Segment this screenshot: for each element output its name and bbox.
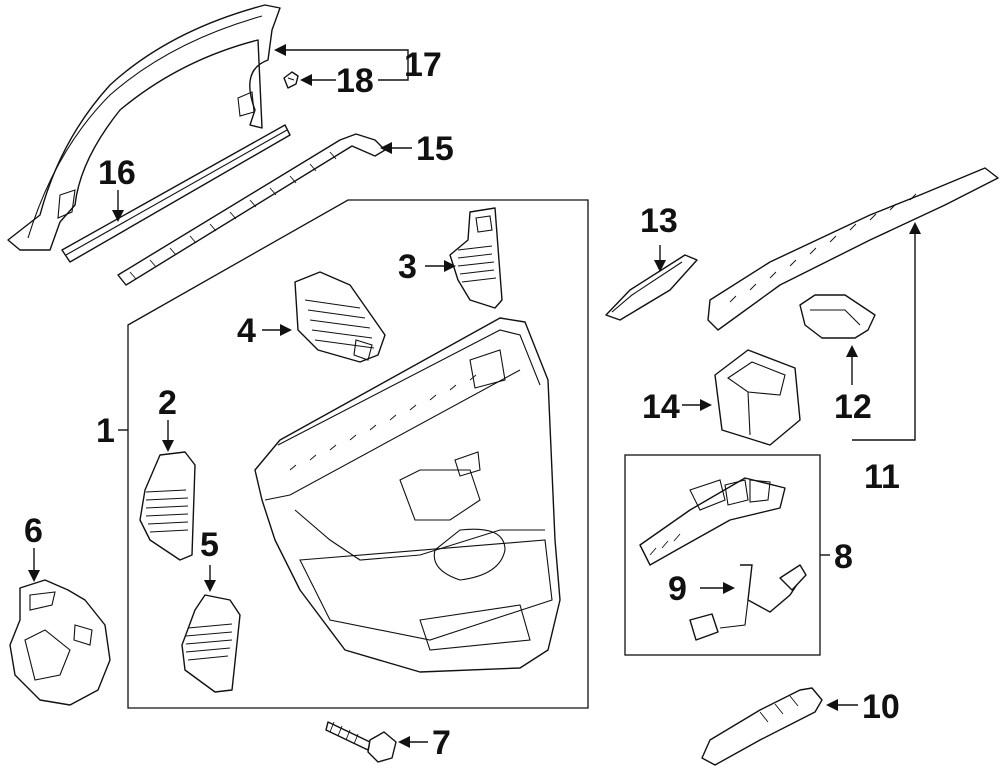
bracket-center — [294, 271, 386, 363]
callout-3: 3 — [398, 248, 417, 286]
callout-8: 8 — [834, 538, 853, 576]
callout-17: 17 — [404, 46, 442, 84]
callout-18: 18 — [336, 62, 374, 100]
clip-part — [283, 71, 299, 89]
armrest-trim — [707, 167, 999, 331]
door-trim-panel-group-box — [127, 199, 589, 709]
window-frame-molding — [7, 4, 281, 251]
bracket-left — [139, 451, 196, 561]
wiring-harness — [689, 564, 807, 641]
belt-molding-inner — [61, 124, 291, 263]
callout-14: 14 — [642, 388, 680, 426]
callout-7: 7 — [432, 724, 451, 762]
callout-4: 4 — [237, 312, 256, 350]
callout-10: 10 — [862, 688, 900, 726]
callout-9: 9 — [668, 570, 687, 608]
callout-2: 2 — [158, 384, 177, 422]
callout-16: 16 — [98, 154, 136, 192]
window-switch — [714, 349, 801, 446]
callout-13: 13 — [640, 202, 678, 240]
master-switch — [639, 477, 786, 566]
courtesy-lamp — [701, 687, 823, 766]
door-latch — [9, 579, 111, 706]
screw — [325, 721, 397, 763]
callout-labels: 17 18 15 16 3 4 1 2 5 6 7 13 14 12 11 8 … — [24, 46, 900, 762]
bracket-lower — [181, 594, 241, 693]
callout-6: 6 — [24, 512, 43, 550]
callout-15: 15 — [416, 130, 454, 168]
bracket-upper-right — [449, 207, 503, 309]
trim-insert — [605, 254, 698, 321]
retainer-clip — [799, 294, 876, 339]
door-trim-panel — [254, 317, 561, 673]
callout-12: 12 — [834, 388, 872, 426]
callout-11: 11 — [864, 458, 900, 496]
leader-lines — [28, 44, 921, 748]
callout-5: 5 — [200, 526, 219, 564]
callout-1: 1 — [96, 412, 115, 450]
